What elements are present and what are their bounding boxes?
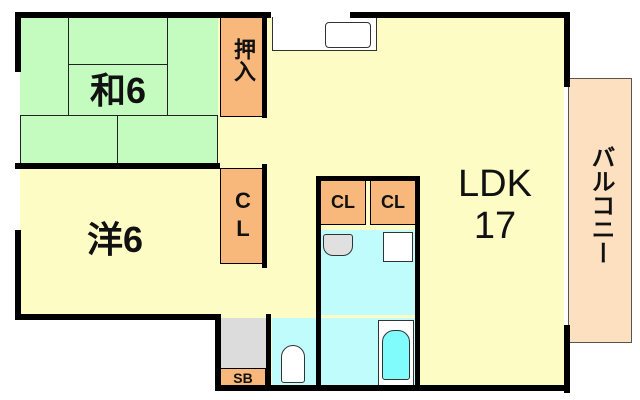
wall (316, 176, 420, 181)
wall (262, 164, 267, 268)
toilet-icon (281, 345, 305, 383)
closet-1-label: CL (331, 192, 355, 212)
wall (15, 230, 21, 320)
wall (262, 14, 267, 118)
closet-2-label: CL (381, 192, 405, 212)
wall (215, 385, 570, 391)
closet-2 (370, 180, 416, 225)
wall (350, 12, 570, 18)
entrance (220, 318, 266, 368)
balcony-label: バルコニー (587, 145, 614, 265)
wall (564, 12, 570, 87)
wall (215, 314, 221, 391)
tatami-mat (20, 115, 118, 164)
wall (15, 163, 220, 169)
yoshitsu-room (20, 168, 218, 316)
closet-west (220, 168, 266, 264)
wall (15, 12, 271, 18)
closet-west-label: C L (235, 188, 251, 241)
ldk-label: LDK 17 (458, 163, 532, 247)
washbasin-icon (323, 234, 353, 256)
wall (316, 176, 321, 388)
wall (15, 314, 220, 320)
kitchen-sink-icon (325, 22, 371, 48)
washing-machine-space (383, 232, 413, 262)
wall (15, 12, 21, 72)
tatami-line (167, 17, 168, 116)
washitsu-label: 和6 (89, 70, 147, 111)
shoebox-label: SB (233, 370, 253, 386)
washitsu-room (20, 17, 218, 164)
yoshitsu-label: 洋6 (86, 219, 144, 260)
wall (266, 314, 271, 388)
bathtub-basin (382, 330, 410, 380)
tatami-line (20, 115, 218, 116)
oshiire-label: 押入 (231, 38, 256, 82)
balcony (568, 78, 632, 343)
wall (564, 325, 570, 393)
tatami-mat (117, 115, 218, 164)
tatami-mat (68, 17, 168, 65)
wall (415, 176, 420, 388)
